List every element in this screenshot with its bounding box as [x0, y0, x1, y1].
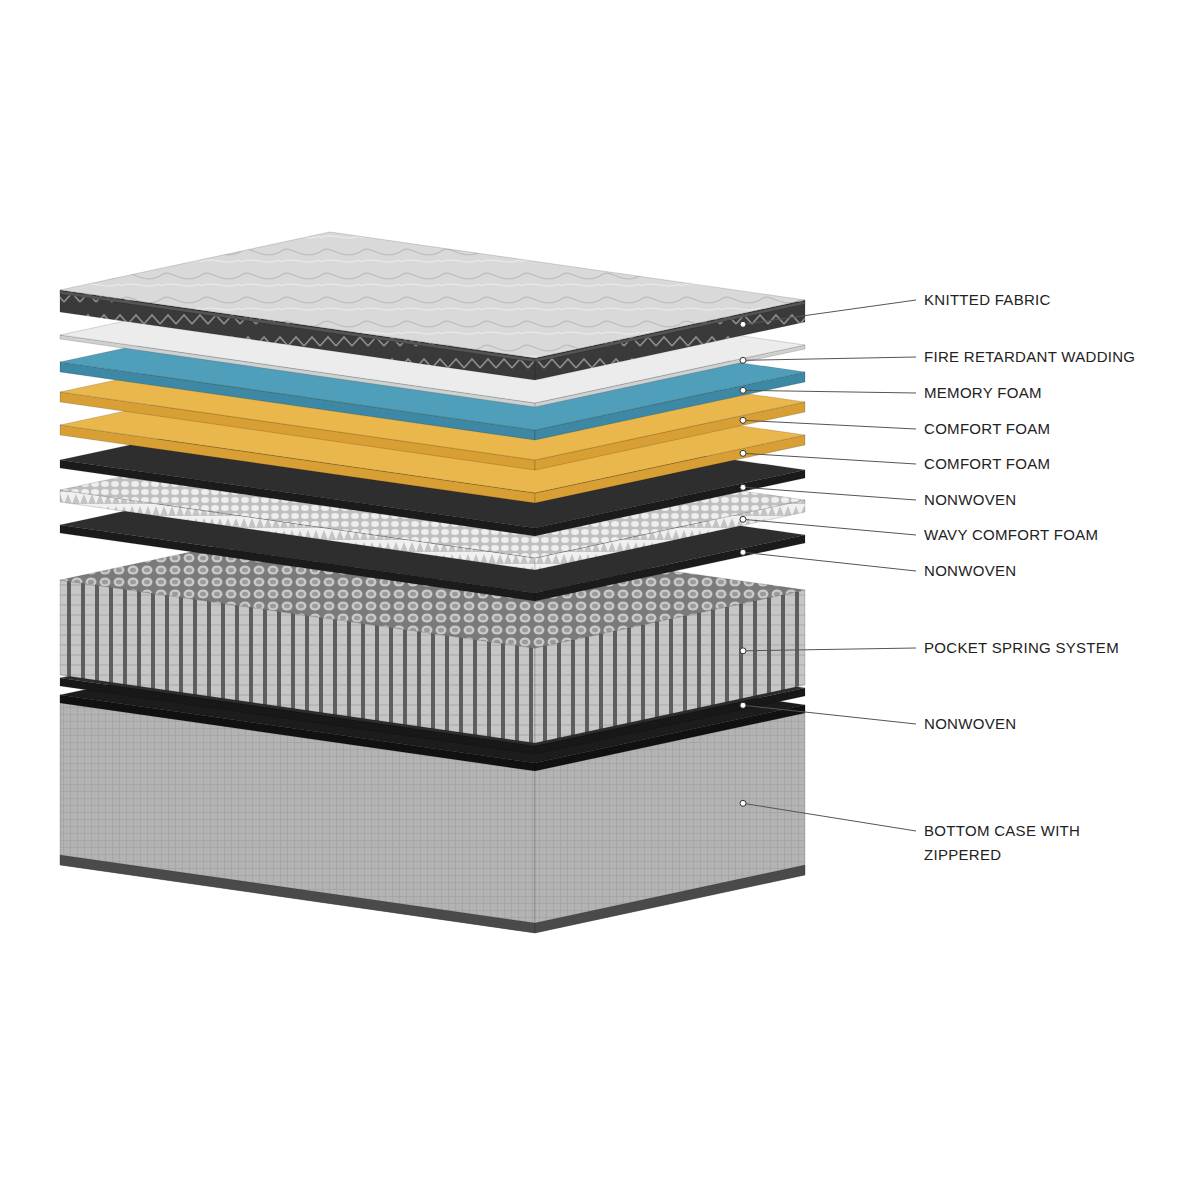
leader-dot: [740, 387, 746, 393]
leader-line: [743, 552, 916, 571]
part-label: WAVY COMFORT FOAM: [924, 523, 1098, 547]
leader-dot: [740, 417, 746, 423]
case-trim: [535, 865, 805, 933]
part-label: POCKET SPRING SYSTEM: [924, 636, 1119, 660]
leader-dot: [740, 549, 746, 555]
part-label: KNITTED FABRIC: [924, 288, 1051, 312]
part-label: FIRE RETARDANT WADDING: [924, 345, 1135, 369]
part-label: COMFORT FOAM: [924, 452, 1050, 476]
part-label: NONWOVEN: [924, 488, 1016, 512]
leader-dot: [740, 702, 746, 708]
part-label: BOTTOM CASE WITH ZIPPERED: [924, 819, 1099, 867]
leader-dot: [740, 484, 746, 490]
leader-line: [743, 300, 916, 324]
case-trim: [60, 855, 535, 933]
leader-dot: [740, 800, 746, 806]
part-label: MEMORY FOAM: [924, 381, 1042, 405]
leader-line: [743, 453, 916, 464]
part-label: COMFORT FOAM: [924, 417, 1050, 441]
leader-dot: [740, 648, 746, 654]
leader-line: [743, 705, 916, 724]
leader-line: [743, 357, 916, 360]
leader-line: [743, 519, 916, 535]
leader-line: [743, 803, 916, 831]
leader-line: [743, 420, 916, 429]
leader-dot: [740, 357, 746, 363]
leader-dot: [740, 450, 746, 456]
knitted-topper-top: [60, 232, 805, 358]
leader-line: [743, 648, 916, 651]
leader-dot: [740, 516, 746, 522]
leader-dot: [740, 321, 746, 327]
leader-line: [743, 487, 916, 500]
part-label: NONWOVEN: [924, 559, 1016, 583]
leader-line: [743, 390, 916, 393]
part-label: NONWOVEN: [924, 712, 1016, 736]
